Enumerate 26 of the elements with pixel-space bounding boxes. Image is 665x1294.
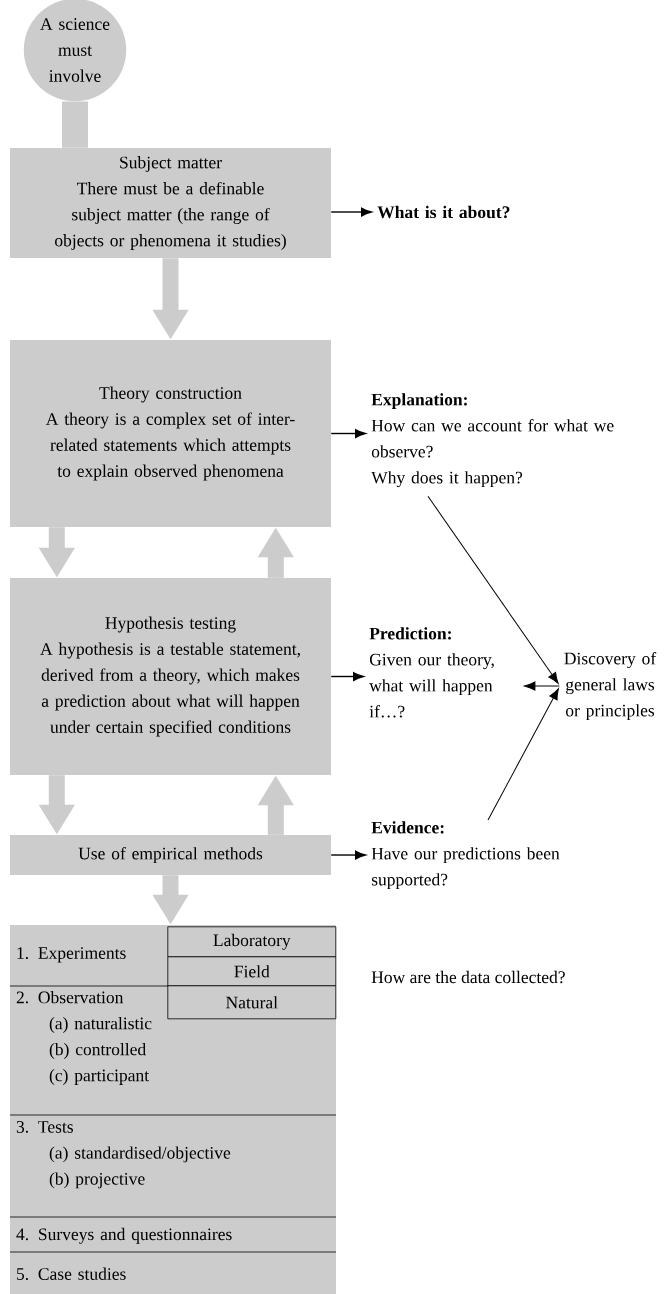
- list-item: 5. Case studies: [17, 1267, 126, 1280]
- process-box: Use of empirical methods: [10, 835, 331, 875]
- list-item: 2. Observation (a) naturalistic (b) controlled (c) participant: [16, 991, 152, 1085]
- list-item: 4. Surveys and questionnaires: [16, 1227, 232, 1244]
- arrow: [330, 429, 366, 438]
- annotation-text: Evidence: Have our predictions been supported?: [371, 821, 560, 890]
- connector-stem: [62, 101, 88, 148]
- arrow: [487, 688, 559, 821]
- note-text: How are the data collected?: [371, 970, 565, 984]
- arrow: [330, 850, 366, 860]
- list-item: 3. Tests (a) standardised/objective (b) projective: [16, 1121, 231, 1189]
- arrow: [330, 207, 372, 217]
- table-cell: Laboratory: [167, 926, 337, 958]
- list-item: 1. Experiments: [17, 947, 126, 963]
- arrow: [523, 681, 560, 691]
- arrow: [427, 495, 559, 684]
- annotation-text: Prediction: Given our theory, what will happen if…?: [369, 627, 494, 718]
- process-box: Hypothesis testing A hypothesis is a testable statement, derived from a theory, which makes a prediction about what will happen under certain specified conditions: [10, 578, 331, 775]
- arrow: [330, 672, 364, 681]
- table-cell: Field: [167, 956, 337, 987]
- process-box: Subject matter There must be a definable subject matter (the range of objects or phenomena it studies): [10, 148, 331, 258]
- annotation-text: What is it about?: [377, 205, 510, 219]
- annotation-text: Explanation: How can we account for what we observe? Why does it happen?: [371, 393, 614, 488]
- process-box: Theory construction A theory is a complex set of inter-related statements which attempts to explain observed phenomena: [10, 340, 331, 527]
- annotation-text: Discovery of general laws or principles: [564, 652, 657, 721]
- table-cell: Natural: [167, 985, 337, 1020]
